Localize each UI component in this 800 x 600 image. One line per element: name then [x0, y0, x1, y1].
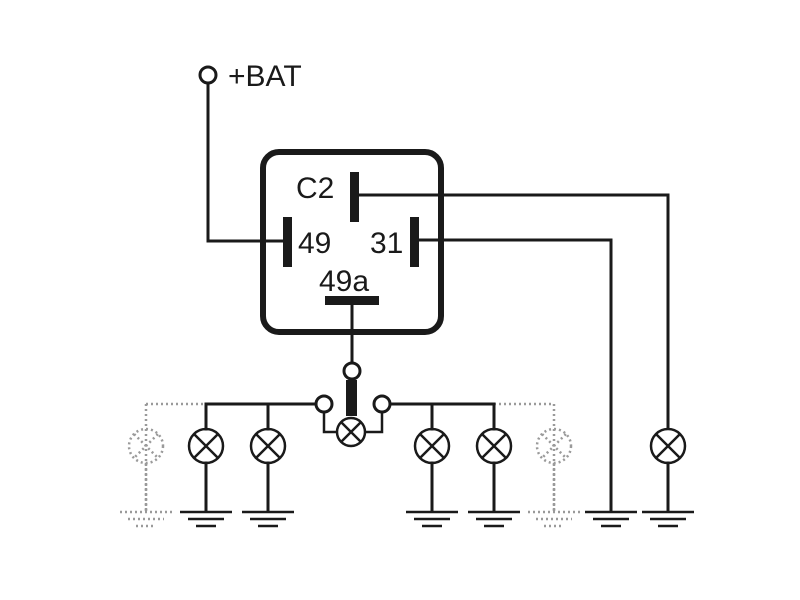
- lamps-group: [127, 402, 687, 512]
- pilot-lamp-cross: [340, 421, 362, 443]
- ground-31-wire: [417, 238, 613, 512]
- lamp-cross: [133, 433, 159, 459]
- lamp: [249, 402, 287, 512]
- lamp-cross: [419, 433, 445, 459]
- switch-lever: [346, 380, 357, 416]
- lamp-cross: [193, 433, 219, 459]
- grounds-group: [120, 510, 694, 528]
- optional-lamp: [127, 427, 165, 510]
- optional-ground-symbol: [528, 510, 580, 528]
- bat-label: +BAT: [228, 60, 302, 93]
- ground-symbol: [180, 510, 232, 528]
- terminal-49-bar: [283, 217, 292, 267]
- pilot-lamp: [335, 416, 367, 448]
- switch-left-pilot-wire: [322, 412, 336, 434]
- switch-right-terminal: [372, 394, 392, 414]
- terminal-31-bar: [410, 217, 419, 267]
- terminal-49-label: 49: [298, 227, 331, 260]
- optional-ground-symbol: [120, 510, 172, 528]
- optional-lamp: [535, 427, 573, 510]
- terminal-c2-bar: [350, 172, 359, 222]
- ground-symbol: [242, 510, 294, 528]
- bat-wire: [206, 81, 285, 243]
- ground-symbol: [642, 510, 694, 528]
- ground-symbol: [585, 510, 637, 528]
- ground-symbol: [468, 510, 520, 528]
- lamp-cross: [255, 433, 281, 459]
- terminal-31-label: 31: [370, 227, 403, 260]
- switch-common-terminal: [342, 361, 362, 381]
- terminal-49a-bar: [325, 296, 379, 305]
- lamp: [649, 427, 687, 512]
- switch-left-terminal: [314, 394, 334, 414]
- switch-right-pilot-wire: [366, 412, 384, 434]
- terminal-c2-label: C2: [296, 172, 334, 205]
- lamp-cross: [541, 433, 567, 459]
- bat-terminal: [198, 65, 218, 85]
- c2-wire: [357, 193, 670, 430]
- ground-symbol: [406, 510, 458, 528]
- terminal-49a-label: 49a: [319, 265, 369, 298]
- lamp: [187, 402, 225, 512]
- lamp-cross: [481, 433, 507, 459]
- lamp-cross: [655, 433, 681, 459]
- lamp: [475, 402, 513, 512]
- lamp: [413, 402, 451, 512]
